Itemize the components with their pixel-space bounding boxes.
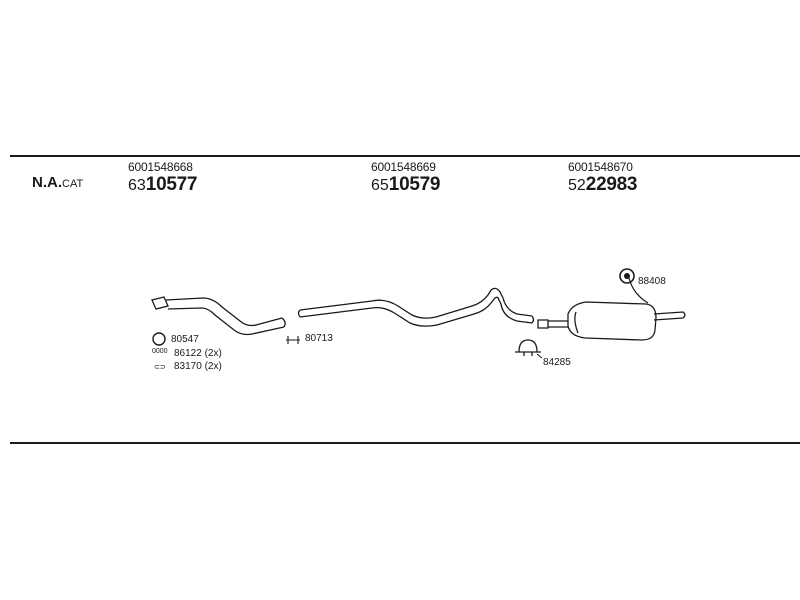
part-prefix-3: 52 bbox=[568, 177, 586, 194]
bottom-rule bbox=[10, 442, 800, 444]
nut-icon: ⊂⊃ bbox=[154, 364, 166, 371]
part-prefix-1: 63 bbox=[128, 177, 146, 194]
front-pipe-drawing bbox=[151, 296, 286, 336]
nut-part-number: 83170 (2x) bbox=[174, 361, 222, 372]
hanger-leader-line bbox=[628, 277, 649, 304]
part-main-1: 10577 bbox=[145, 174, 198, 195]
ring-part-number: 80547 bbox=[171, 334, 199, 345]
catalyst-label: N.A.CAT bbox=[32, 174, 83, 191]
rubber-hanger-icon bbox=[619, 268, 635, 284]
rear-muffler-drawing bbox=[537, 301, 686, 341]
oem-number-2: 6001548669 bbox=[371, 160, 436, 174]
sealing-ring-icon bbox=[152, 332, 166, 346]
small-clamp-icon bbox=[286, 336, 300, 344]
oem-number-3: 6001548670 bbox=[568, 160, 633, 174]
u-clamp-icon bbox=[515, 339, 541, 356]
part-number-2: 6510579 bbox=[371, 174, 440, 196]
part-number-1: 6310577 bbox=[128, 174, 197, 196]
catalyst-label-bold: N.A. bbox=[32, 174, 62, 191]
u-clamp-part-number: 84285 bbox=[543, 357, 571, 368]
hanger-part-number: 88408 bbox=[638, 276, 666, 287]
catalyst-label-suffix: CAT bbox=[62, 178, 84, 190]
bolt-icon: 0000 bbox=[152, 348, 168, 355]
bolt-part-number: 86122 (2x) bbox=[174, 348, 222, 359]
middle-pipe-drawing bbox=[297, 287, 535, 327]
part-main-2: 10579 bbox=[388, 174, 441, 195]
small-clamp-part-number: 80713 bbox=[305, 333, 333, 344]
u-clamp-leader bbox=[536, 353, 543, 359]
oem-number-1: 6001548668 bbox=[128, 160, 193, 174]
part-number-3: 5222983 bbox=[568, 174, 637, 196]
part-prefix-2: 65 bbox=[371, 177, 389, 194]
part-main-3: 22983 bbox=[585, 174, 638, 195]
top-rule bbox=[10, 155, 800, 157]
